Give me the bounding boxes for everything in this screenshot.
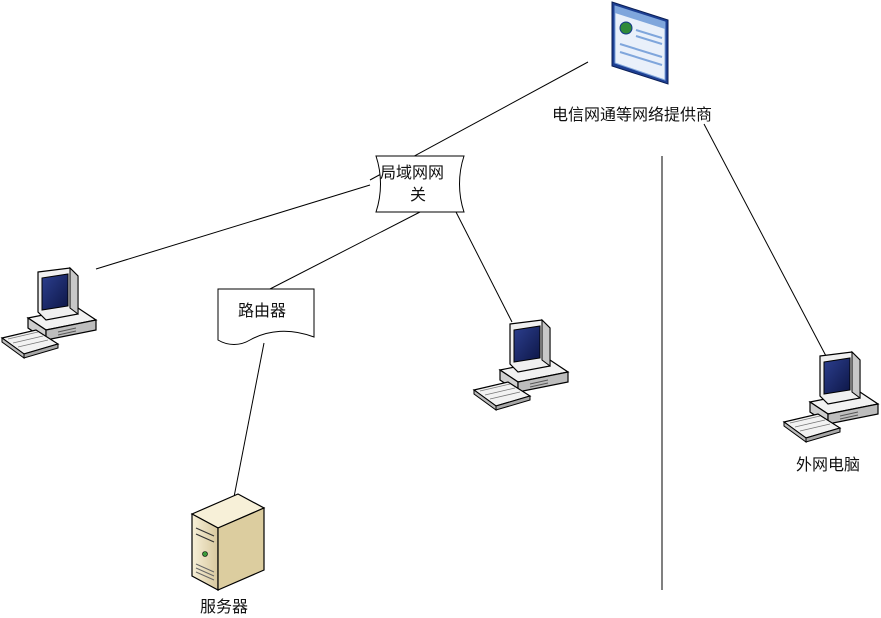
link-gateway-router xyxy=(267,211,421,291)
router-node: 路由器 xyxy=(217,288,315,345)
link-gateway-left-pc xyxy=(95,184,371,270)
gateway-label-line1: 局域网网 xyxy=(380,163,444,182)
isp-label: 电信网通等网络提供商 xyxy=(552,105,712,124)
left-pc-icon xyxy=(1,267,97,359)
server-label: 服务器 xyxy=(200,597,248,616)
link-gateway-center-pc xyxy=(455,211,513,323)
server-icon xyxy=(190,493,266,592)
gateway-node: 局域网网 关 xyxy=(375,155,465,213)
link-isp-external-pc xyxy=(703,123,827,357)
external-pc-label: 外网电脑 xyxy=(796,455,860,474)
link-router-server xyxy=(233,342,265,498)
center-pc-icon xyxy=(473,319,569,411)
router-document-shape xyxy=(217,288,315,345)
router-label: 路由器 xyxy=(238,301,286,320)
gateway-label-line2: 关 xyxy=(410,185,426,204)
external-pc-icon xyxy=(783,351,879,443)
gateway-banner-shape xyxy=(375,155,465,213)
isp-browser-icon xyxy=(611,1,669,85)
